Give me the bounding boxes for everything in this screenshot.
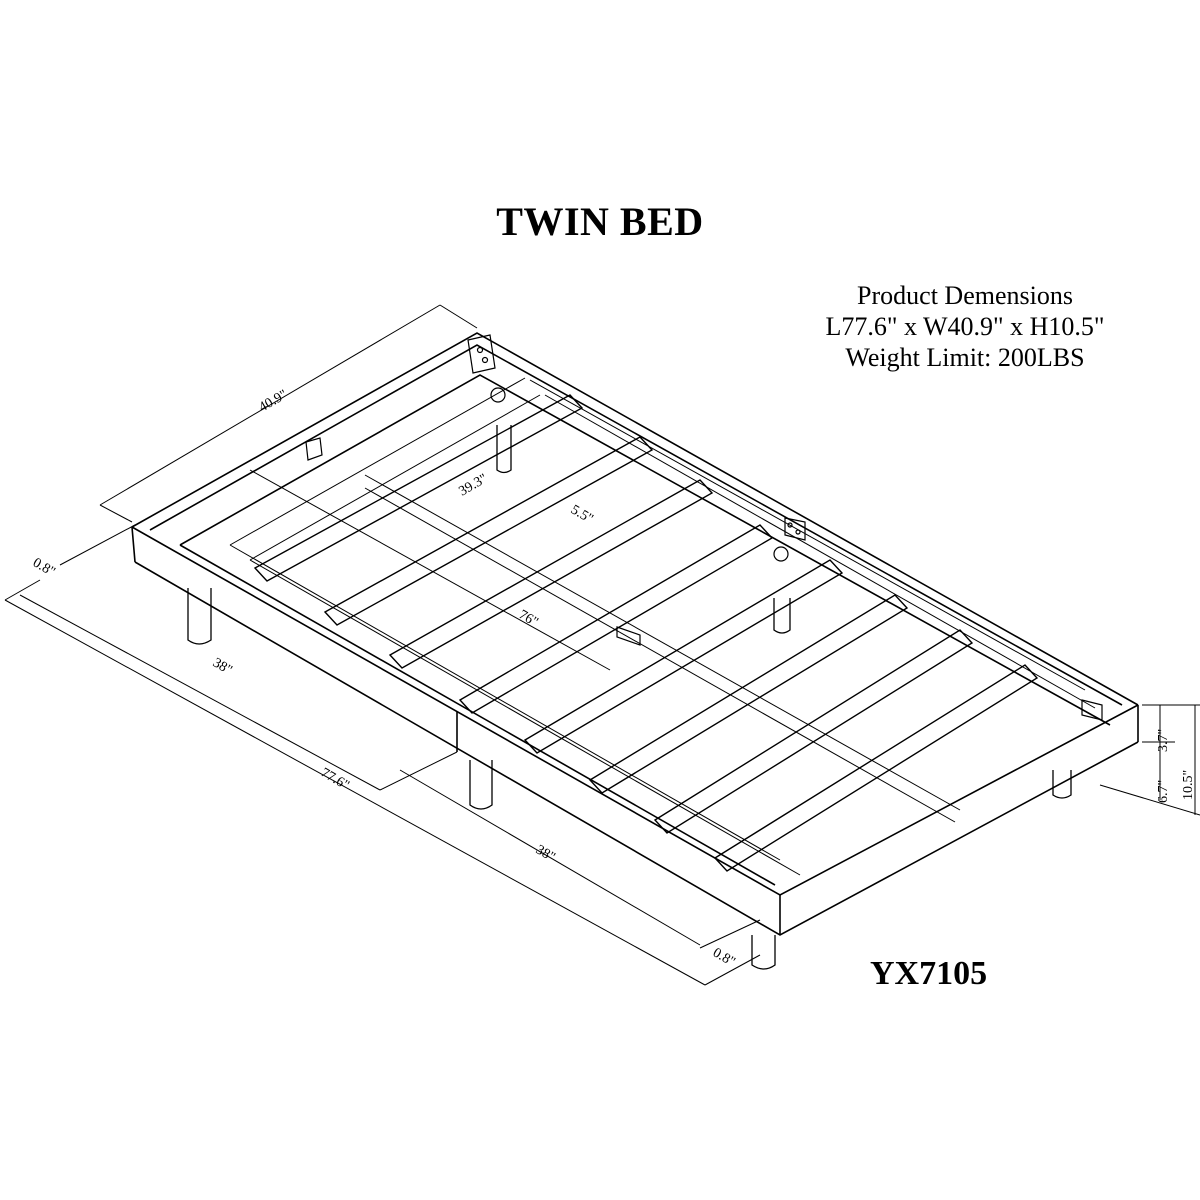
bracket-side — [305, 437, 323, 461]
dim-leg-height: 6.7" — [1156, 780, 1171, 803]
model-number: YX7105 — [870, 955, 988, 992]
dim-inner-width: 39.3" — [457, 471, 491, 499]
specs-heading: Product Demensions — [857, 281, 1073, 310]
bracket-middle — [784, 517, 806, 541]
specs-weight: Weight Limit: 200LBS — [845, 343, 1085, 372]
center-rail-joint — [616, 626, 641, 646]
dimension-labels: 40.9" 39.3" 5.5" 76" 0.8" 38" 77.6" 38" … — [30, 387, 1196, 970]
leg-front-left — [187, 588, 212, 645]
bracket-corner-top — [467, 334, 496, 374]
dim-offset-top: 0.8" — [30, 555, 58, 580]
legs — [187, 425, 1072, 970]
leg-front-right — [751, 935, 776, 970]
dim-offset-bottom: 0.8" — [710, 945, 738, 970]
leg-back-right — [773, 598, 791, 634]
outer-frame — [131, 332, 1139, 936]
center-leg-plate-front — [773, 546, 789, 562]
bracket-corner-bottom — [1081, 699, 1103, 721]
leg-right-end — [1052, 770, 1072, 799]
dim-inner-length: 76" — [516, 607, 541, 630]
dim-slat-gap: 5.5" — [568, 502, 596, 527]
leg-front-middle — [469, 760, 493, 810]
diagram-title: TWIN BED — [496, 199, 704, 244]
brackets — [305, 334, 1103, 721]
specs-size: L77.6" x W40.9" x H10.5" — [825, 312, 1105, 341]
dim-frame-height: 3.7" — [1156, 729, 1171, 752]
dim-half-length-b: 38" — [533, 842, 558, 865]
product-specs: Product Demensions L77.6" x W40.9" x H10… — [760, 280, 1170, 373]
dim-total-length: 77.6" — [318, 765, 352, 793]
center-leg-plate-back — [490, 387, 506, 403]
dim-total-height: 10.5" — [1181, 770, 1196, 800]
dim-half-length-a: 38" — [210, 655, 235, 678]
dimension-lines — [4, 304, 1200, 986]
slats — [253, 394, 1039, 872]
leg-back-left — [496, 425, 512, 474]
dim-width-total: 40.9" — [257, 387, 291, 415]
inner-rails — [229, 377, 1096, 876]
